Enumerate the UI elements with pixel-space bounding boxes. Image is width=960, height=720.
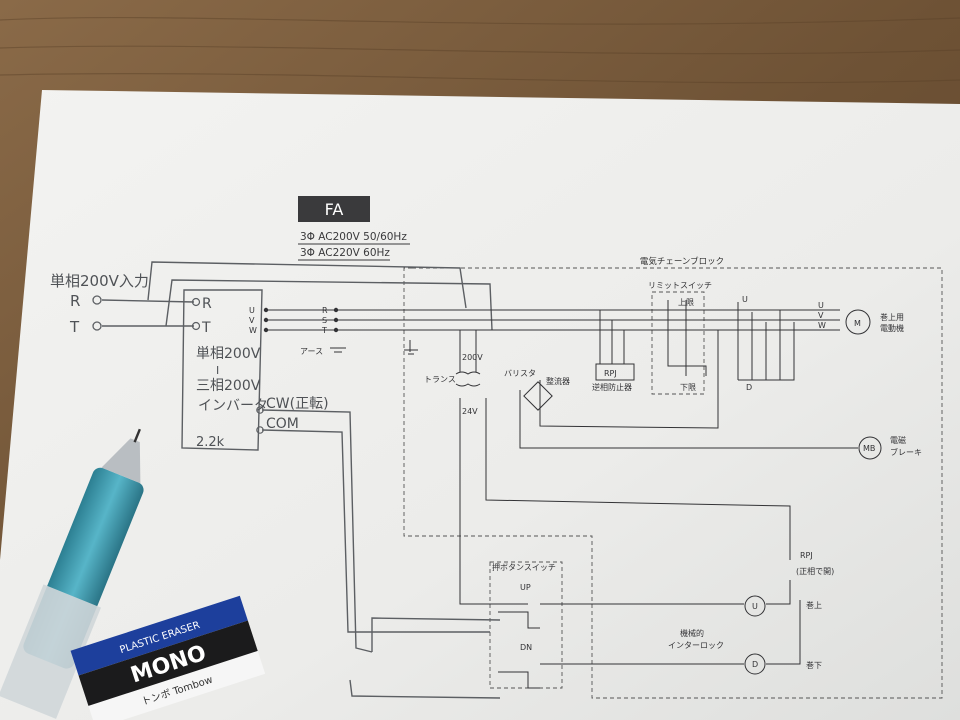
printed-terminals: [263, 307, 339, 333]
motor-v-label: V: [818, 311, 824, 320]
handwritten-wiring: [101, 261, 501, 699]
transformer: [455, 371, 481, 387]
inverter-text-3: 三相200V: [196, 378, 261, 394]
interlock-label-1: 機械的: [680, 628, 704, 638]
rpj-box: [595, 363, 635, 381]
rst-terminal-s: [333, 317, 339, 323]
inverter-text-1: 単相200V: [196, 346, 261, 362]
btn-up-label: UP: [520, 583, 531, 592]
chain-block-boundary: [403, 267, 943, 699]
input-terminal-r: [92, 295, 102, 305]
rst-terminal-r: [333, 307, 339, 313]
fa-badge: [298, 196, 370, 222]
inverter-terminal-com: [256, 426, 264, 434]
rpj-label: RPJ: [604, 369, 617, 378]
rectifier-label: 整流器: [546, 376, 570, 386]
limit-switch-label: リミットスイッチ: [648, 281, 712, 290]
inverter-text-4: インバータ: [198, 398, 268, 414]
uvw-u-label: U: [249, 306, 255, 315]
upper-limit-label: 上限: [678, 298, 694, 307]
rating-label: 2.2k: [196, 435, 225, 450]
input-terminal-t: [92, 321, 102, 331]
push-button-label: 押ボタンスイッチ: [492, 562, 556, 572]
hoist-up-label: 巻上: [806, 600, 822, 610]
inverter-t-label: T: [201, 320, 211, 336]
printed-wiring: [266, 300, 858, 689]
uvw-v-label: V: [249, 316, 255, 325]
inverter-text-2: I: [216, 364, 219, 377]
rst-terminal-t: [333, 327, 339, 333]
motor-u-label: U: [818, 301, 824, 310]
uvw-terminal-v: [263, 317, 269, 323]
rst-t-label: T: [321, 326, 327, 335]
mechanical-pencil: [0, 428, 144, 719]
header: FA 3Φ AC200V 50/60Hz 3Φ AC220V 60Hz: [298, 196, 410, 261]
coil-d-symbol: [744, 653, 766, 675]
motor-symbol-text: M: [854, 319, 861, 328]
input-r-label: R: [70, 292, 80, 310]
eraser: PLASTIC ERASER MONO トンボ Tombow: [70, 595, 266, 720]
inverter-terminal-cw: [256, 406, 264, 414]
interlock-label-2: インターロック: [668, 641, 724, 650]
coil-u-text: U: [752, 602, 758, 611]
btn-dn-label: DN: [520, 643, 532, 652]
brake-label-2: ブレーキ: [890, 447, 922, 457]
fa-badge-text: FA: [325, 200, 344, 219]
uvw-w-label: W: [249, 326, 257, 335]
hoist-motor-label-1: 巻上用: [880, 312, 904, 322]
com-label: COM: [266, 416, 299, 432]
rpj2-label: RPJ: [800, 551, 813, 560]
v24-label: 24V: [462, 407, 478, 416]
coil-d-text: D: [752, 660, 758, 669]
reverse-phase-label: 逆相防止器: [592, 382, 632, 392]
brake-symbol-text: MB: [863, 444, 875, 453]
lower-limit-label: 下限: [680, 383, 696, 392]
contactor-u-label: U: [742, 295, 748, 304]
rpj2-note: (正相で開): [796, 566, 834, 576]
coil-u-symbol: [744, 595, 766, 617]
input-label: 単相200V入力: [50, 272, 149, 290]
inverter-r-label: R: [202, 296, 212, 312]
varistor-label: バリスタ: [504, 369, 536, 378]
printed-labels: U V W R S T アース トランス 200V 24V バリスタ 整流器 R…: [249, 281, 922, 670]
spec-line-1: 3Φ AC200V 50/60Hz: [300, 231, 407, 243]
contactor-d-label: D: [746, 383, 752, 392]
rst-r-label: R: [322, 306, 328, 315]
spec-line-2: 3Φ AC220V 60Hz: [300, 247, 390, 259]
hoist-down-label: 巻下: [806, 660, 822, 670]
chain-block-title: 電気チェーンブロック: [640, 256, 724, 267]
pencil-tip: [101, 438, 141, 484]
uvw-terminal-u: [263, 307, 269, 313]
desk-grain: [0, 16, 960, 84]
handwritten-labels: 単相200V入力 R T R T 単相200V I 三相200V インバータ C…: [50, 272, 329, 450]
inverter-terminal-t: [191, 321, 201, 331]
earth-label: アース: [300, 347, 323, 356]
eraser-black-band: [78, 620, 258, 706]
transformer-label: トランス: [424, 375, 456, 384]
motor-symbol: [845, 309, 871, 335]
brake-label-1: 電磁: [890, 435, 906, 445]
paper-sheet: [0, 90, 960, 720]
rst-s-label: S: [322, 316, 327, 325]
brake-symbol: [858, 436, 882, 460]
uvw-terminal-w: [263, 327, 269, 333]
input-t-label: T: [69, 318, 80, 336]
inverter-terminal-r: [191, 297, 201, 307]
motor-w-label: W: [818, 321, 826, 330]
hoist-motor-label-2: 電動機: [880, 323, 904, 333]
cw-label: CW(正転): [266, 396, 329, 412]
v200-label: 200V: [462, 353, 483, 362]
rectifier-symbol: [523, 381, 553, 411]
pencil-lead: [133, 428, 141, 443]
pencil-grip: [0, 584, 101, 719]
eraser-blue-band: [70, 595, 248, 676]
